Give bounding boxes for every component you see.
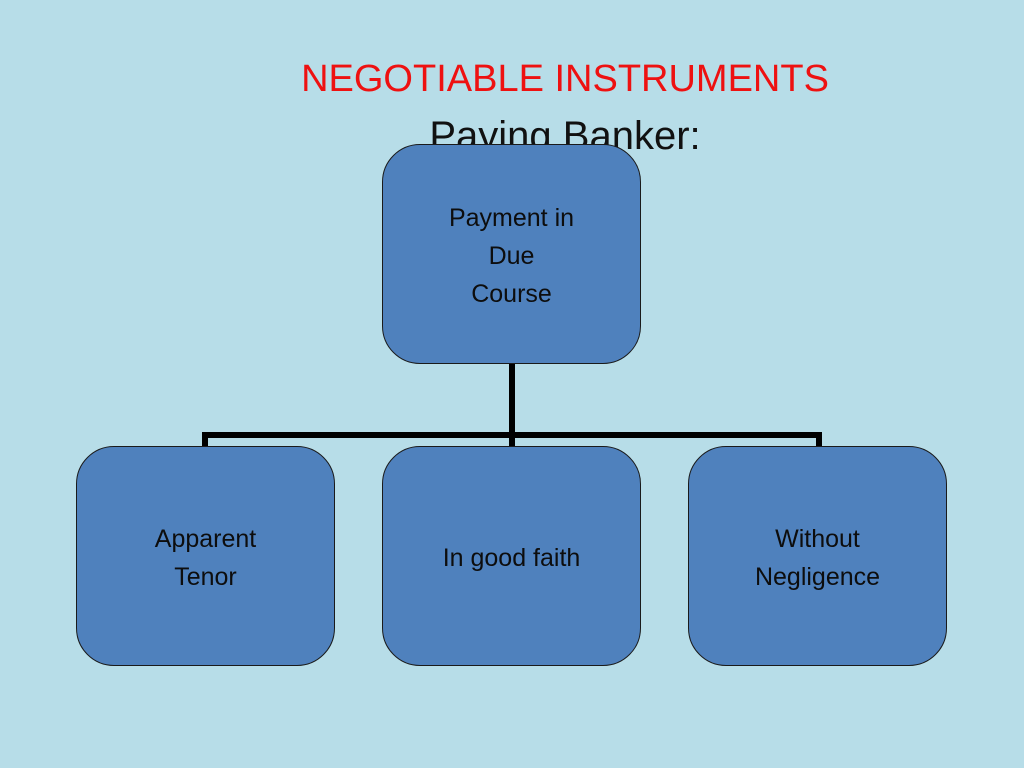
node-label-line: Tenor [174, 563, 237, 591]
node-label: Without Negligence [755, 520, 880, 596]
node-apparent-tenor: Apparent Tenor [76, 446, 335, 666]
node-label: Payment in Due Course [449, 199, 574, 313]
node-without-negligence: Without Negligence [688, 446, 947, 666]
node-label-line: Negligence [754, 563, 881, 591]
node-label-line: In good faith [442, 544, 581, 572]
node-label-line: Course [471, 280, 552, 308]
node-label: Apparent Tenor [155, 520, 256, 596]
slide-title: NEGOTIABLE INSTRUMENTS [301, 58, 829, 100]
node-label-line: Payment in [448, 204, 575, 232]
node-payment-in-due-course: Payment in Due Course [382, 144, 641, 364]
node-label-line: Due [488, 242, 535, 270]
node-label-line: Without [775, 525, 860, 553]
node-in-good-faith: In good faith [382, 446, 641, 666]
node-label: In good faith [443, 539, 581, 577]
node-label-line: Apparent [154, 525, 257, 553]
